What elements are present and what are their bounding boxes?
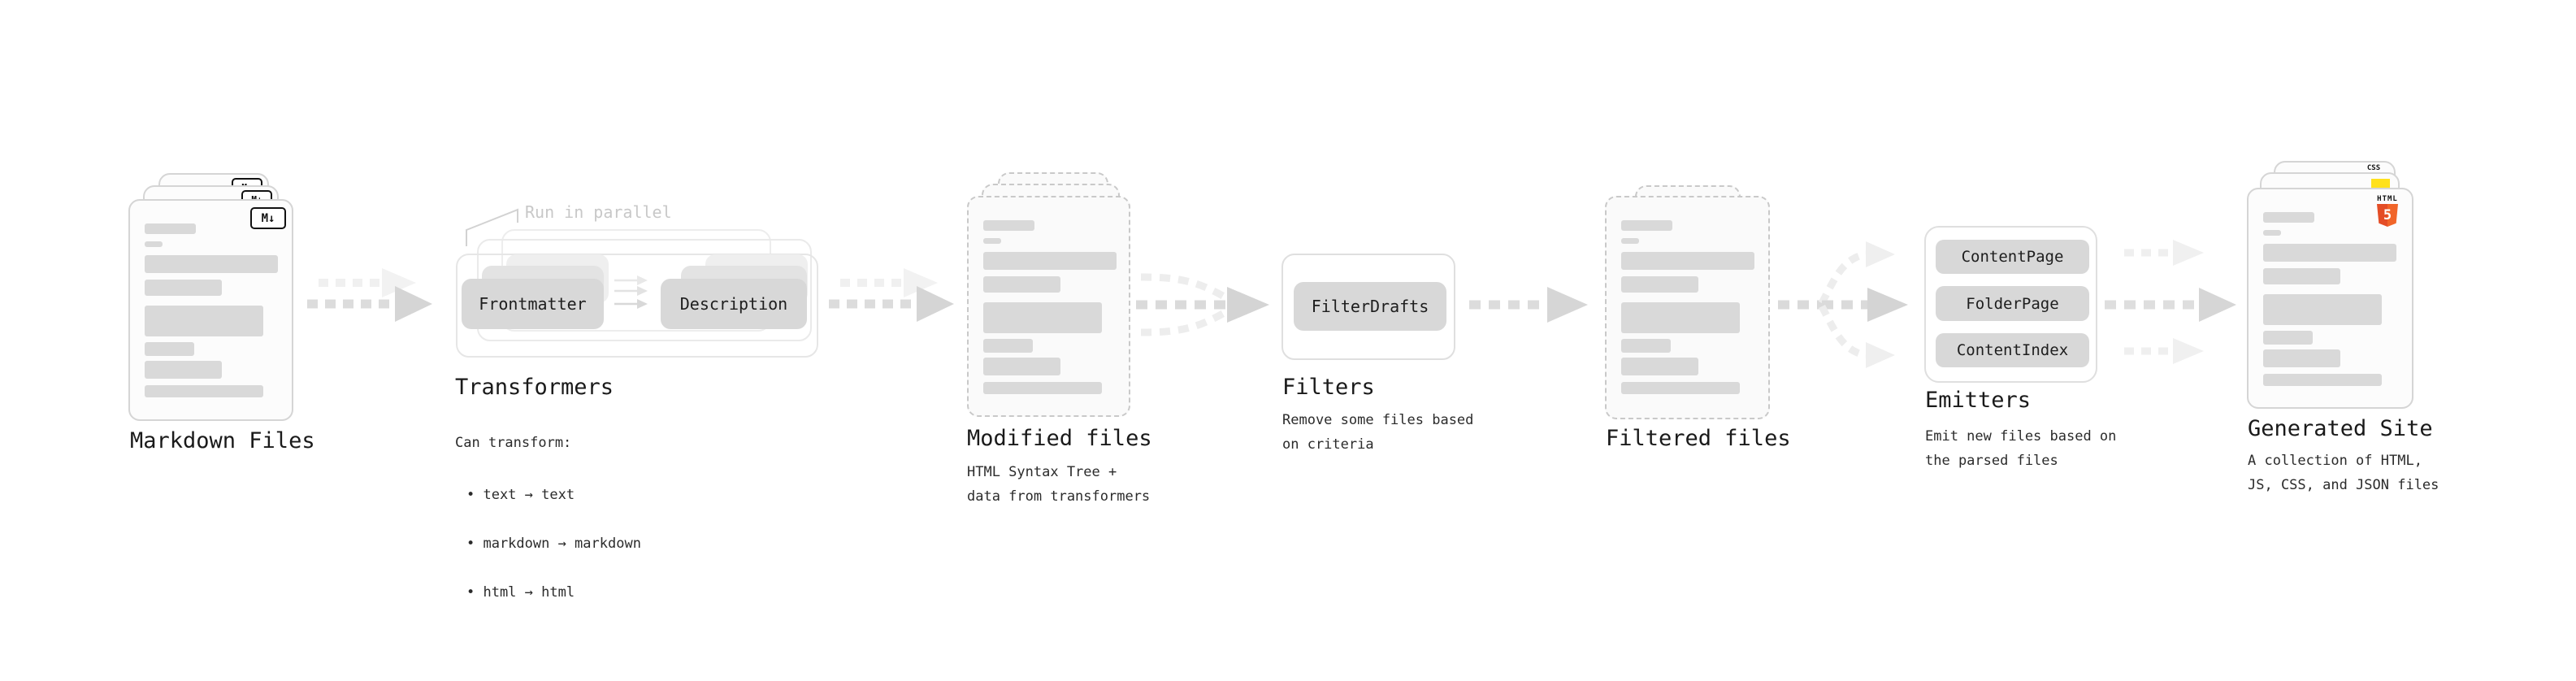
skeleton-text-bar (2263, 294, 2382, 325)
flow-arrow-converge-to-filters (1136, 273, 1269, 336)
skeleton-text-bar (1621, 238, 1639, 244)
filters-description: Remove some files based on criteria (1282, 412, 1474, 453)
skeleton-text-bar (2263, 374, 2382, 386)
skeleton-text-bar (983, 220, 1034, 231)
skeleton-text-bar (983, 238, 1001, 244)
flow-arrow-emit-mid (2105, 288, 2236, 322)
skeleton-text-bar (1621, 358, 1698, 375)
description-pill: Description (661, 279, 807, 329)
transformers-description: Can transform: • text → text • markdown … (455, 406, 641, 629)
skeleton-text-bar (983, 358, 1060, 375)
transform-bullet: • text → text (466, 487, 575, 503)
contentindex-pill: ContentIndex (1936, 333, 2089, 367)
transform-step-arrows (614, 275, 648, 309)
js-icon (2371, 179, 2390, 189)
emitters-title: Emitters (1925, 388, 2032, 413)
skeleton-text-bar (145, 385, 263, 397)
skeleton-text-bar (145, 241, 163, 247)
annotation-bracket (466, 208, 518, 246)
flow-arrow-filters-to-filtered (1469, 287, 1588, 323)
skeleton-text-bar (983, 382, 1102, 394)
emitters-description: Emit new files based on the parsed files (1925, 428, 2117, 469)
skeleton-text-bar (145, 361, 222, 379)
skeleton-text-bar (1621, 252, 1754, 270)
flow-arrow-emit-top (2124, 240, 2204, 266)
html5-icon: HTML 5 (2371, 195, 2404, 227)
generated-site-title: Generated Site (2248, 416, 2433, 441)
site-file-card: HTML 5 (2247, 188, 2413, 409)
skeleton-text-bar (1621, 276, 1698, 293)
transformers-title: Transformers (455, 375, 614, 400)
skeleton-text-bar (983, 276, 1060, 293)
folderpage-pill: FolderPage (1936, 286, 2089, 321)
markdown-icon: M↓ (250, 207, 286, 229)
markdown-files-title: Markdown Files (130, 428, 315, 453)
skeleton-text-bar (145, 223, 196, 234)
flow-arrow-diverge-to-emitters (1778, 241, 1908, 368)
transform-bullet: • markdown → markdown (466, 536, 641, 552)
filtered-file-card (1605, 196, 1770, 419)
filters-box: FilterDrafts (1281, 254, 1455, 360)
transformers-desc-title: Can transform: (455, 435, 572, 451)
flow-arrow-transformers-to-modified (829, 268, 954, 322)
filters-title: Filters (1282, 375, 1375, 400)
modified-files-description: HTML Syntax Tree + data from transformer… (967, 464, 1151, 505)
skeleton-text-bar (2263, 349, 2340, 367)
skeleton-text-bar (145, 306, 263, 336)
modified-file-card (967, 196, 1130, 417)
skeleton-text-bar (983, 302, 1102, 333)
skeleton-text-bar (145, 342, 194, 356)
skeleton-text-bar (2263, 212, 2314, 223)
skeleton-text-bar (983, 252, 1117, 270)
skeleton-text-bar (983, 339, 1033, 353)
run-in-parallel-annotation: Run in parallel (525, 202, 672, 222)
skeleton-text-bar (2263, 244, 2396, 262)
flow-arrow-emit-bottom (2124, 338, 2204, 364)
filtered-files-title: Filtered files (1606, 426, 1791, 451)
transform-bullet: • html → html (466, 584, 575, 601)
filterdrafts-pill: FilterDrafts (1294, 282, 1446, 331)
skeleton-text-bar (2263, 230, 2281, 236)
skeleton-text-bar (1621, 302, 1740, 333)
skeleton-text-bar (2263, 268, 2340, 284)
flow-arrow-md-to-transformers (307, 268, 432, 322)
markdown-file-card: M↓ (128, 199, 293, 421)
skeleton-text-bar (1621, 220, 1672, 231)
frontmatter-pill: Frontmatter (462, 279, 604, 329)
generated-site-description: A collection of HTML, JS, CSS, and JSON … (2248, 453, 2439, 493)
skeleton-text-bar (1621, 382, 1740, 394)
modified-files-title: Modified files (967, 426, 1152, 451)
emitters-box: ContentPage FolderPage ContentIndex (1924, 226, 2097, 383)
skeleton-text-bar (145, 280, 222, 296)
skeleton-text-bar (145, 255, 278, 273)
skeleton-text-bar (2263, 331, 2313, 345)
transformer-layer-front (456, 254, 818, 358)
skeleton-text-bar (1621, 339, 1671, 353)
contentpage-pill: ContentPage (1936, 240, 2089, 274)
